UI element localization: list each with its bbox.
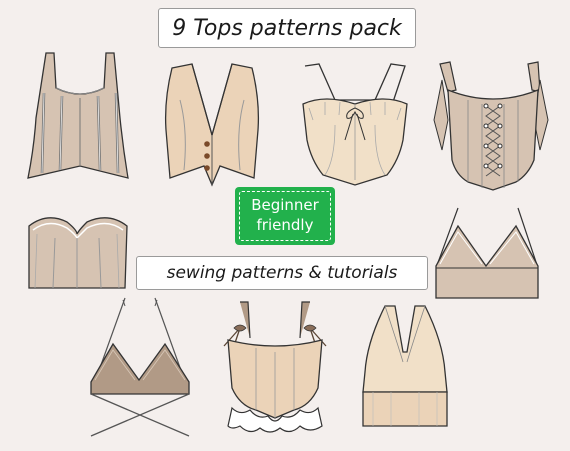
title-text: 9 Tops patterns pack [172,15,402,41]
subtitle-text: sewing patterns & tutorials [166,263,398,283]
title-banner: 9 Tops patterns pack [158,8,416,48]
subtitle-banner: sewing patterns & tutorials [136,256,428,290]
lace-up-corset-icon [433,61,549,191]
peplum-top-icon [223,301,327,433]
beginner-friendly-badge: Beginner friendly [235,187,335,245]
bustier-icon [28,217,128,289]
badge-border: Beginner friendly [239,191,331,241]
badge-line-2: friendly [256,216,314,234]
badge-line-1: Beginner [251,196,319,214]
bralette-icon [435,207,539,299]
halter-top-icon [302,63,408,186]
crisscross-bikini-icon [90,297,190,437]
vest-icon [164,63,260,187]
halter-crop-icon [362,305,448,427]
corset-top-icon [27,52,129,179]
